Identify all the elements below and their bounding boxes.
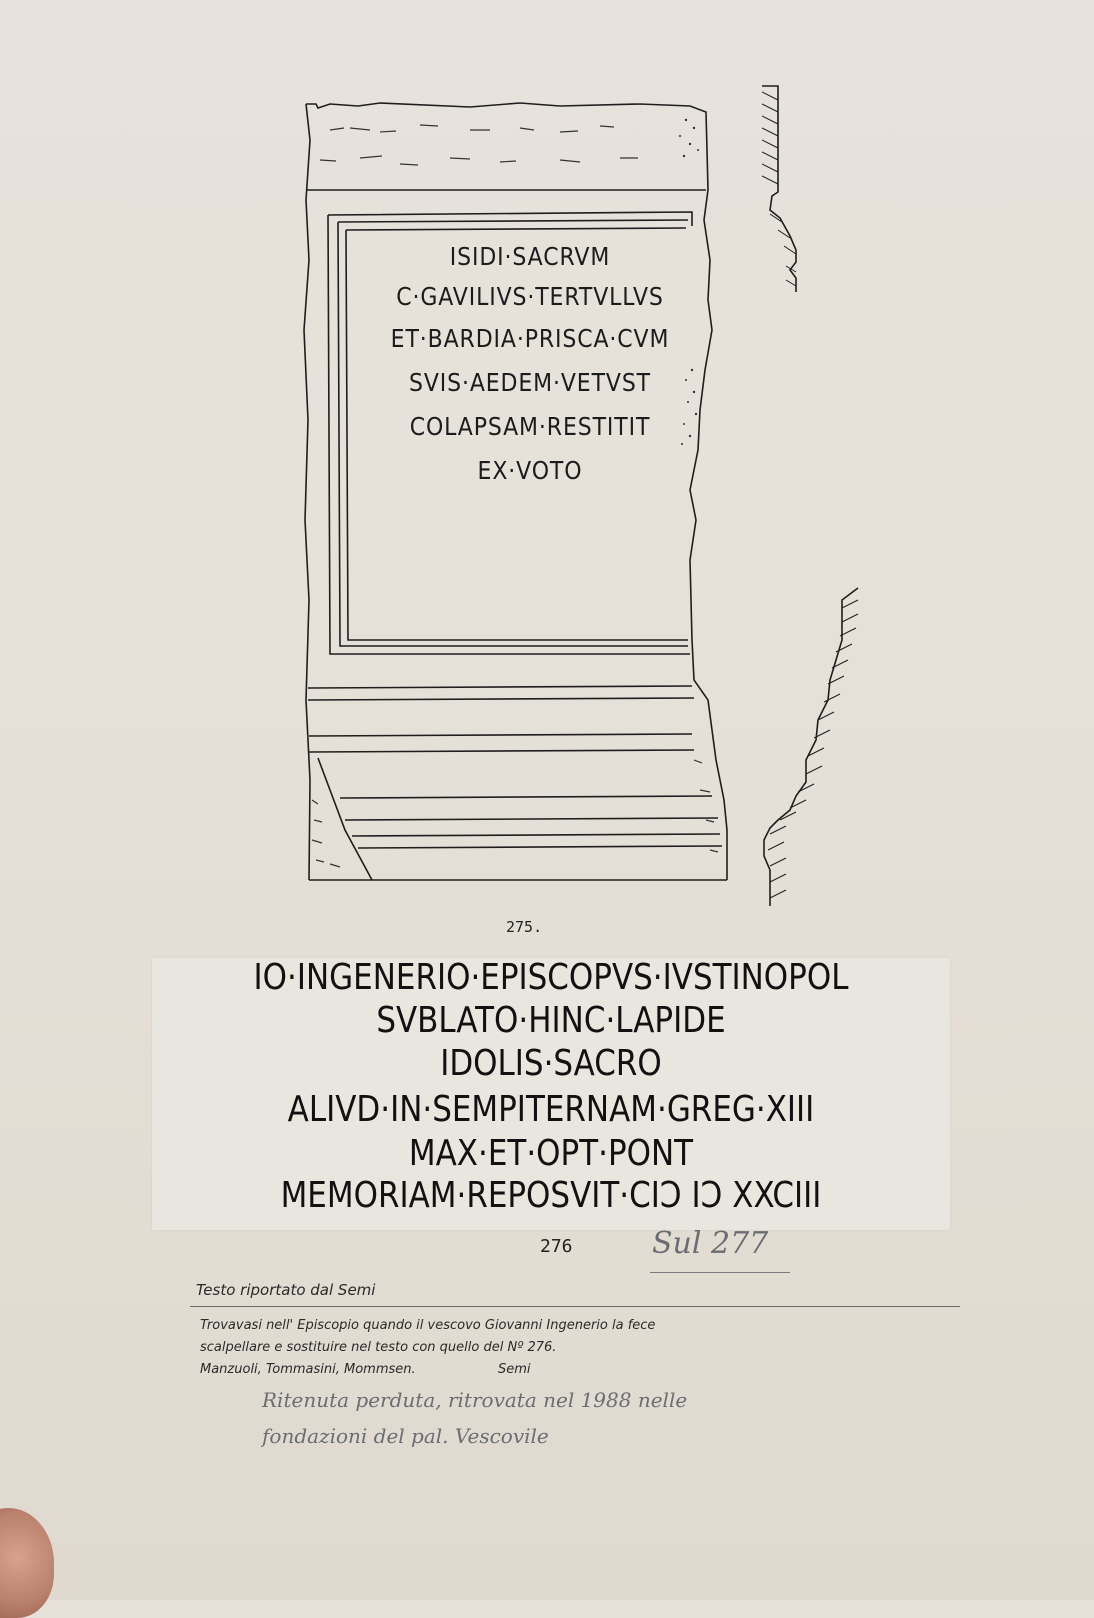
pasted-line-3: IDOLIS·SACRO (440, 1043, 662, 1084)
pasted-line-4: ALIVD·IN·SEMPITERNAM·GREG·XIII (287, 1089, 815, 1130)
notes-line-3-tail: Semi (498, 1362, 531, 1377)
profile-section-top (761, 85, 797, 292)
stone-inscription-line-6: EX·VOTO (477, 456, 583, 485)
pasted-line-6: MEMORIAM·REPOSVIT·CIƆ IƆ XXCIII (280, 1175, 822, 1216)
profile-section-bottom (763, 587, 859, 906)
notes-heading: Testo riportato dal Semi (196, 1281, 376, 1299)
stone-inscription-line-2: C·GAVILIVS·TERTVLLVS (396, 282, 664, 311)
stone-inscription-line-1: ISIDI·SACRVM (449, 242, 611, 271)
notes-divider (190, 1306, 960, 1307)
stone-number: 275. (506, 918, 543, 936)
pencil-reference: Sul 277 (652, 1226, 769, 1261)
stone-pitting (679, 118, 699, 445)
pasted-number: 276 (540, 1236, 573, 1257)
stone-inscription-line-4: SVIS·AEDEM·VETVST (408, 368, 652, 397)
pencil-note-1: Ritenuta perduta, ritrovata nel 1988 nel… (262, 1388, 688, 1412)
pencil-underline (650, 1272, 790, 1273)
notes-line-1: Trovavasi nell' Episcopio quando il vesc… (200, 1318, 656, 1333)
notes-line-2: scalpellare e sostituire nel testo con q… (200, 1340, 557, 1355)
pasted-inscription-slip: IO·INGENERIO·EPISCOPVS·IVSTINOPOL SVBLAT… (152, 958, 950, 1230)
stone-outline (303, 102, 728, 881)
stone-inscription-line-3: ET·BARDIA·PRISCA·CVM (390, 324, 670, 353)
pasted-line-2: SVBLATO·HINC·LAPIDE (376, 1000, 726, 1041)
notes-line-3: Manzuoli, Tommasini, Mommsen. (200, 1362, 416, 1377)
pasted-line-1: IO·INGENERIO·EPISCOPVS·IVSTINOPOL (253, 957, 849, 998)
stone-texture (311, 124, 719, 868)
pasted-line-5: MAX·ET·OPT·PONT (408, 1133, 694, 1174)
stone-inscription-line-5: COLAPSAM·RESTITIT (409, 412, 651, 441)
pencil-note-2: fondazioni del pal. Vescovile (262, 1424, 549, 1448)
